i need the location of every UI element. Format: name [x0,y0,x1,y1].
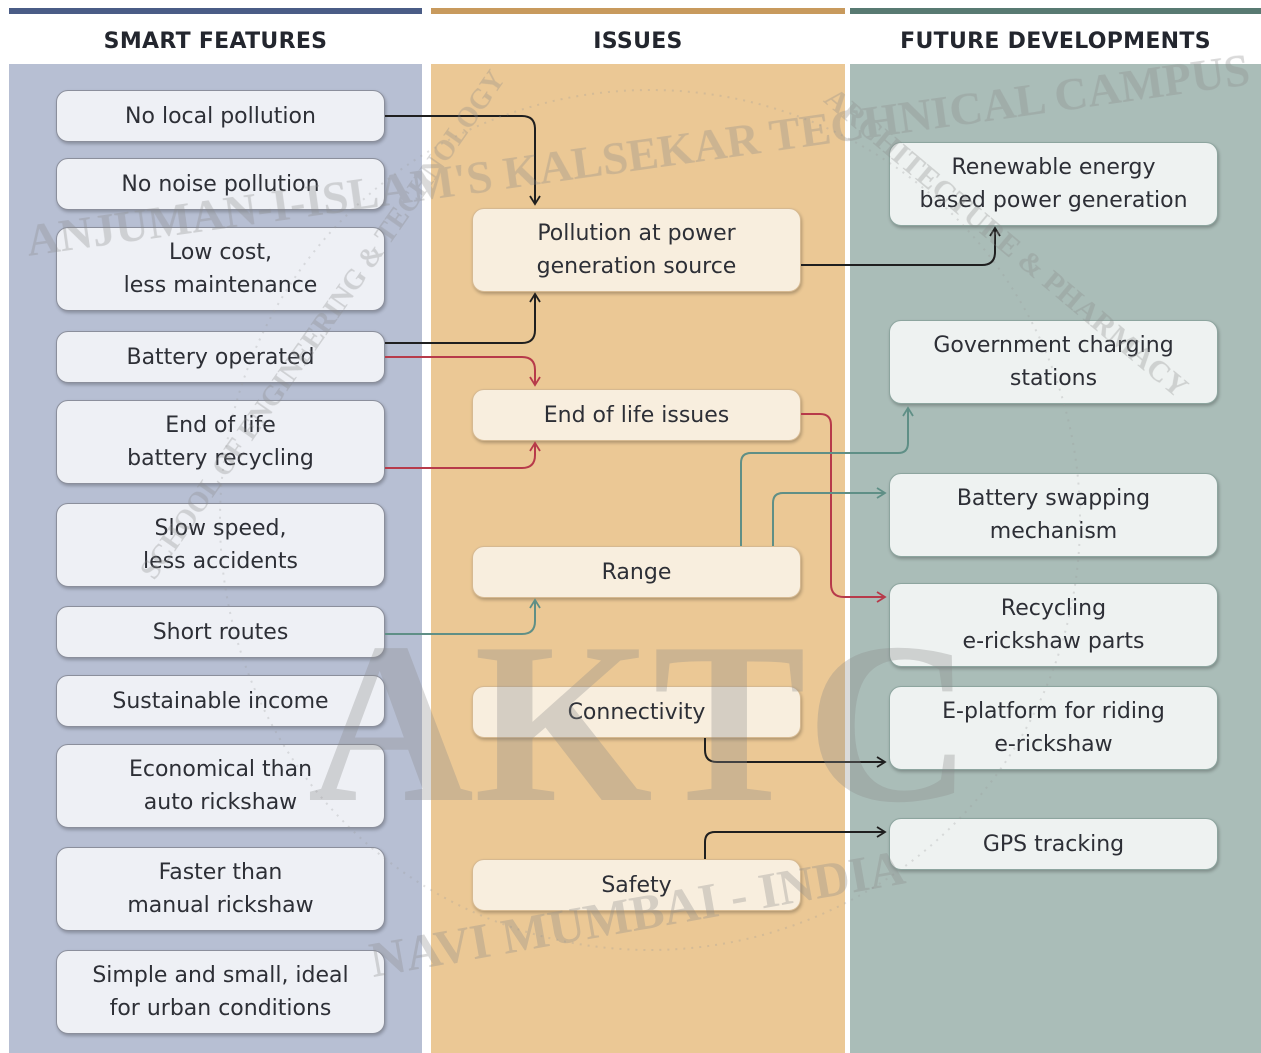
future-development-box: Recycling e-rickshaw parts [889,583,1218,667]
connector-arrow [385,115,541,206]
smart-feature-box: Economical than auto rickshaw [56,744,385,828]
future-development-box: Battery swapping mechanism [889,473,1218,557]
future-developments-bar [850,8,1261,14]
smart-feature-box: End of life battery recycling [56,400,385,484]
smart-feature-box: Battery operated [56,331,385,383]
future-developments-heading: FUTURE DEVELOPMENTS [900,29,1211,54]
connector-arrow [740,406,914,546]
issues-heading: ISSUES [593,29,683,54]
smart-feature-box: Short routes [56,606,385,658]
smart-feature-box: No local pollution [56,90,385,142]
smart-feature-box: No noise pollution [56,158,385,210]
future-development-box: Government charging stations [889,320,1218,404]
issue-box: Safety [472,859,801,911]
future-development-box: Renewable energy based power generation [889,142,1218,226]
future-development-box: GPS tracking [889,818,1218,870]
connector-arrow [385,441,541,469]
issue-box: Connectivity [472,686,801,738]
connector-arrow [385,356,541,387]
smart-feature-box: Faster than manual rickshaw [56,847,385,931]
smart-features-heading: SMART FEATURES [103,29,328,54]
connector-arrow [385,598,541,635]
smart-features-bar [9,8,422,14]
connector-arrow [704,738,887,768]
smart-feature-box: Slow speed, less accidents [56,503,385,587]
issue-box: Range [472,546,801,598]
smart-feature-box: Simple and small, ideal for urban condit… [56,950,385,1034]
issue-box: End of life issues [472,389,801,441]
issue-box: Pollution at power generation source [472,208,801,292]
future-developments-column [850,64,1261,1053]
connector-arrow [772,487,887,546]
future-development-box: E-platform for riding e-rickshaw [889,686,1218,770]
connector-arrow [704,826,887,859]
connector-arrow [385,292,541,344]
connector-arrow [801,413,887,603]
smart-feature-box: Low cost, less maintenance [56,227,385,311]
connector-arrow [801,226,1001,266]
issues-bar [431,8,845,14]
smart-feature-box: Sustainable income [56,675,385,727]
